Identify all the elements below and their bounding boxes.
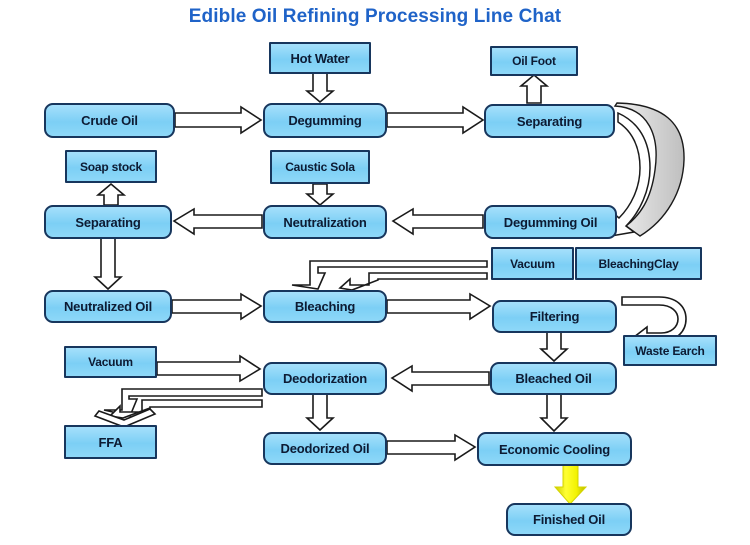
arrow-deodorization-to-ffa-upper xyxy=(103,388,263,417)
node-neutralization[interactable]: Neutralization xyxy=(263,205,387,239)
node-economic-cooling[interactable]: Economic Cooling xyxy=(477,432,632,466)
arrow-separating-to-neutralized-oil xyxy=(92,237,124,291)
node-waste-earch[interactable]: Waste Earch xyxy=(623,335,717,366)
arrow-vacuum-to-deodorization xyxy=(156,354,262,383)
arrow-neutralized-oil-to-bleaching xyxy=(171,292,263,321)
node-bleaching-clay[interactable]: BleachingClay xyxy=(575,247,702,280)
node-deodorization[interactable]: Deodorization xyxy=(263,362,387,395)
arrow-vacuum-to-bleaching xyxy=(291,260,488,290)
node-finished-oil[interactable]: Finished Oil xyxy=(506,503,632,536)
arrow-ffa-converge xyxy=(93,408,157,428)
arrow-separating-to-oil-foot xyxy=(518,73,550,104)
page-title: Edible Oil Refining Processing Line Chat xyxy=(188,6,562,27)
node-vacuum-bleaching[interactable]: Vacuum xyxy=(491,247,574,280)
node-separating-mid[interactable]: Separating xyxy=(44,205,172,239)
arrow-economic-cooling-to-finished-oil xyxy=(553,464,588,505)
arrow-deodorized-oil-to-economic-cooling xyxy=(386,433,477,462)
arrow-bleached-oil-to-economic-cooling xyxy=(539,393,569,433)
node-degumming-oil[interactable]: Degumming Oil xyxy=(484,205,617,239)
arrow-separating-to-soap-stock xyxy=(95,182,127,206)
node-hot-water[interactable]: Hot Water xyxy=(269,42,371,74)
arrow-curve-to-degumming-oil xyxy=(610,111,651,237)
arrow-bleaching-to-filtering xyxy=(386,292,492,321)
node-soap-stock[interactable]: Soap stock xyxy=(65,150,157,183)
arrow-filtering-to-bleached-oil xyxy=(538,331,570,363)
arrow-bleached-oil-to-deodorization xyxy=(390,364,490,393)
node-bleaching[interactable]: Bleaching xyxy=(263,290,387,323)
node-oil-foot[interactable]: Oil Foot xyxy=(490,46,578,76)
node-filtering[interactable]: Filtering xyxy=(492,300,617,333)
arrow-crude-oil-to-degumming xyxy=(174,105,263,135)
node-crude-oil[interactable]: Crude Oil xyxy=(44,103,175,138)
arrow-neutralization-to-separating xyxy=(172,207,263,236)
node-ffa[interactable]: FFA xyxy=(64,425,157,459)
arrow-caustic-sola-to-neutralization xyxy=(304,183,336,207)
arrow-degumming-to-separating xyxy=(386,105,485,135)
arrow-degumming-oil-to-neutralization xyxy=(391,207,484,236)
curve-band-separating-to-degumming-oil xyxy=(613,102,685,237)
arrow-deodorization-to-deodorized-oil xyxy=(304,393,336,432)
node-vacuum-deodorization[interactable]: Vacuum xyxy=(64,346,157,378)
node-caustic-sola[interactable]: Caustic Sola xyxy=(270,150,370,184)
arrow-bleaching-clay-to-bleaching xyxy=(338,272,488,291)
node-neutralized-oil[interactable]: Neutralized Oil xyxy=(44,290,172,323)
node-deodorized-oil[interactable]: Deodorized Oil xyxy=(263,432,387,465)
arrow-hot-water-to-degumming xyxy=(304,72,336,104)
node-degumming[interactable]: Degumming xyxy=(263,103,387,138)
node-bleached-oil[interactable]: Bleached Oil xyxy=(490,362,617,395)
node-separating-top[interactable]: Separating xyxy=(484,104,615,138)
